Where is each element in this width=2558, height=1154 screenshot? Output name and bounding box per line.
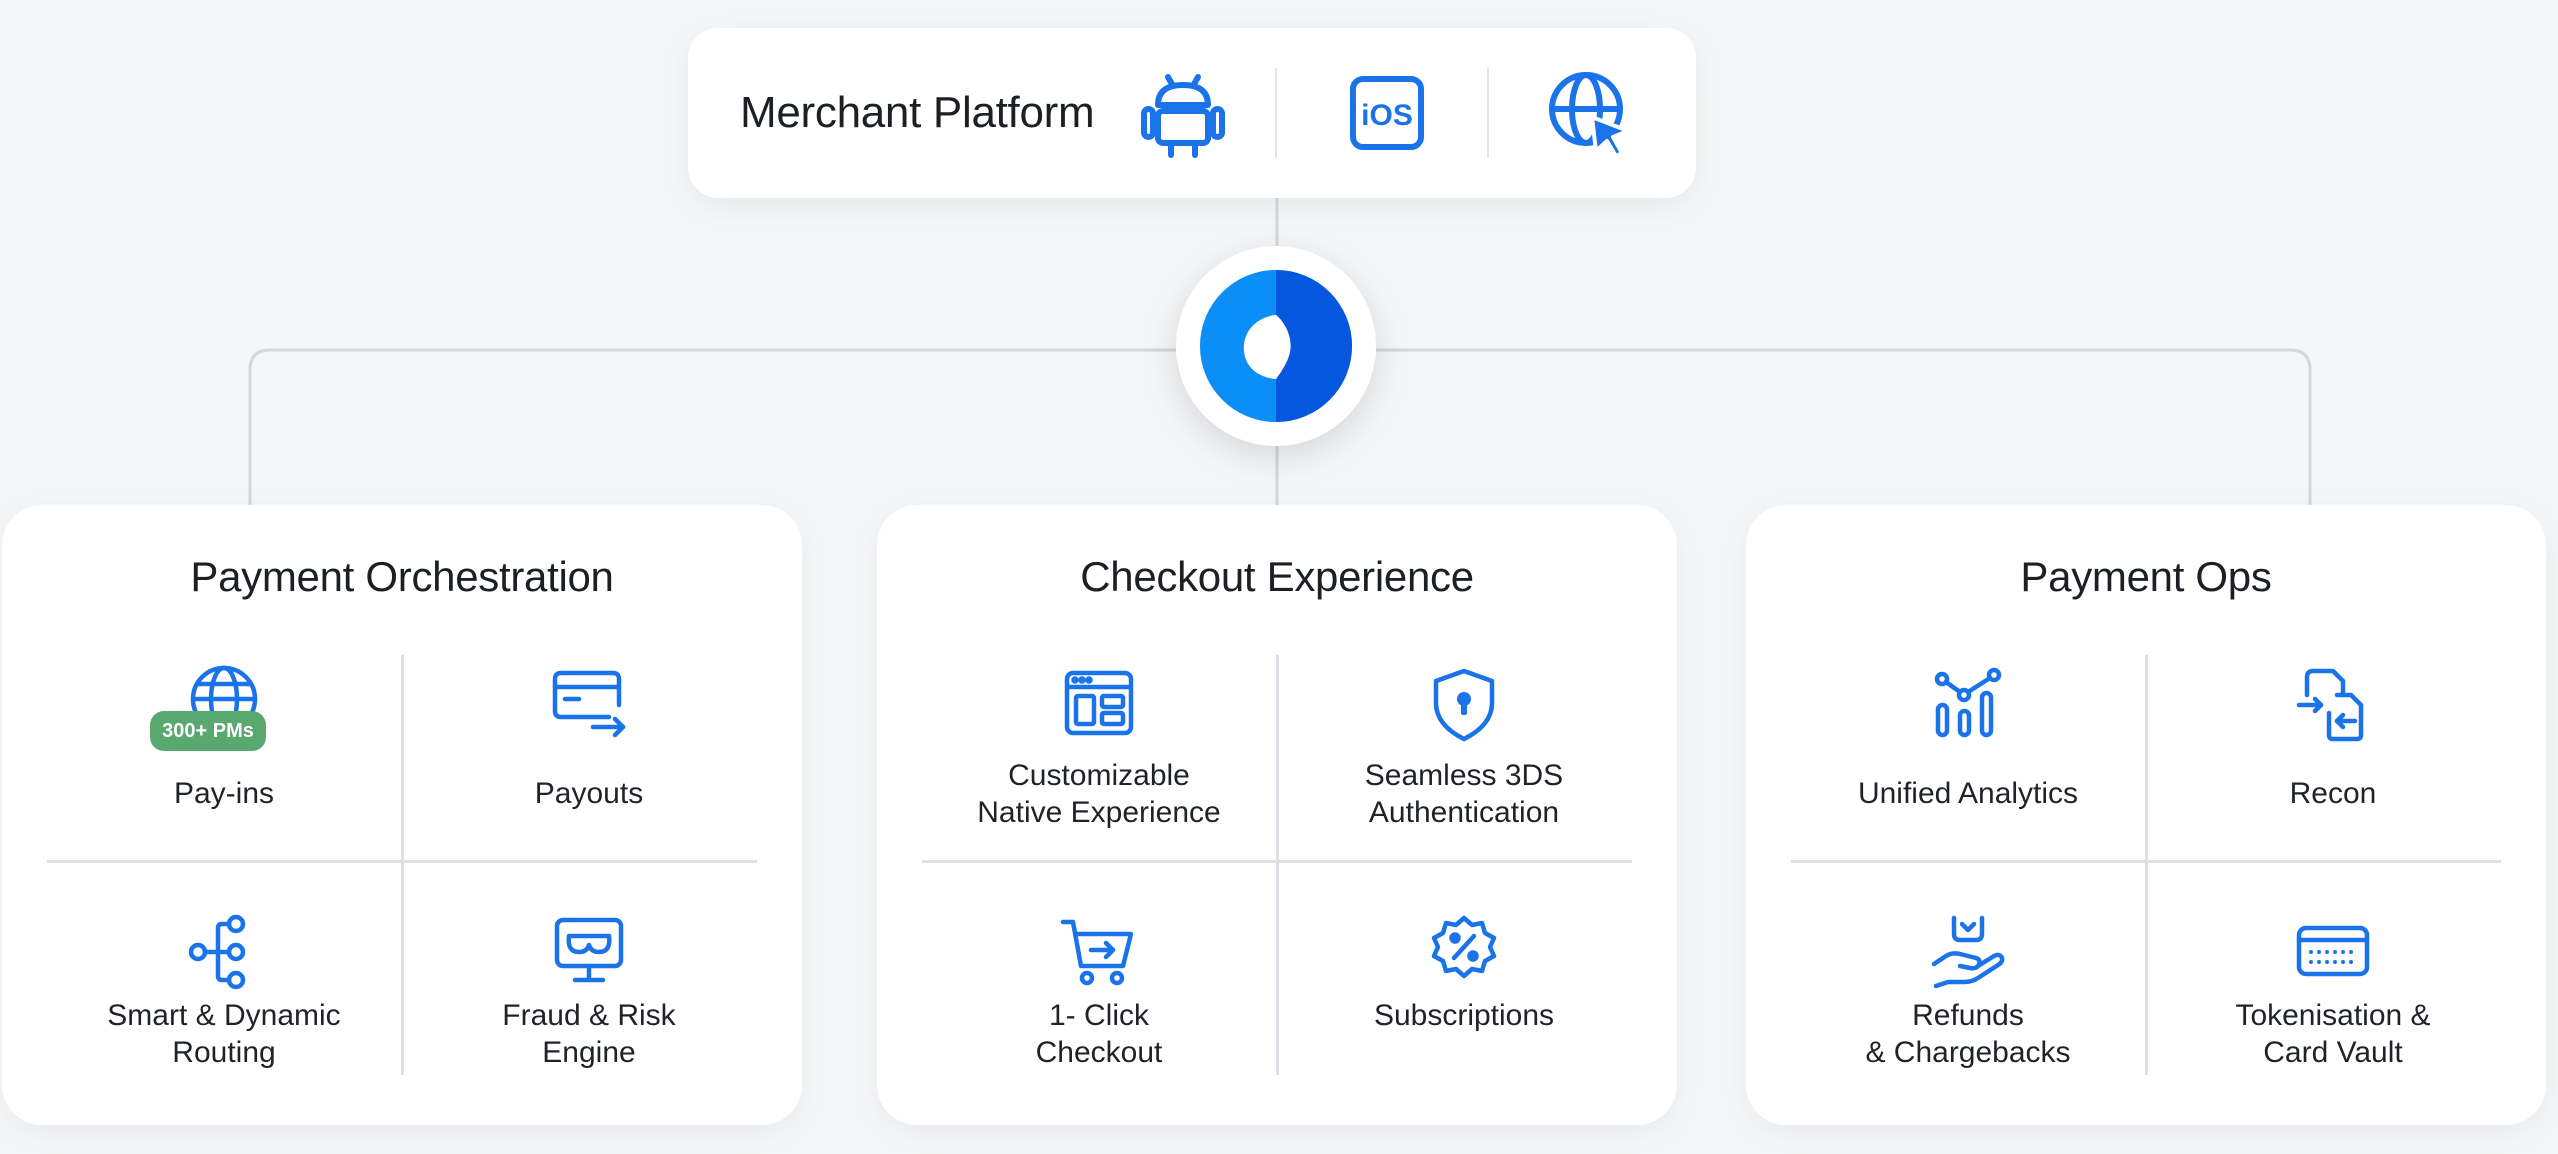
merchant-platform-card: Merchant Platform iOS xyxy=(688,28,1696,198)
grid-divider xyxy=(1791,860,2501,863)
card-vault-icon xyxy=(2293,912,2373,992)
grid-divider xyxy=(2145,655,2148,1075)
merchant-platform-title: Merchant Platform xyxy=(740,88,1095,137)
module-card-payment-ops: Payment Ops Unified Analytics xyxy=(1746,505,2546,1125)
feature-label: Seamless 3DS Authentication xyxy=(1364,759,1564,829)
reconcile-icon xyxy=(2293,665,2373,745)
grid-divider xyxy=(47,860,757,863)
feature-label: Fraud & Risk Engine xyxy=(502,999,676,1069)
shield-lock-icon xyxy=(1424,665,1504,745)
refund-hand-icon xyxy=(1928,912,2008,992)
payment-methods-badge: 300+ PMs xyxy=(150,711,266,751)
percent-badge-icon xyxy=(1424,912,1504,992)
feature-label: Subscriptions xyxy=(1373,999,1555,1032)
feature-label: Refunds & Chargebacks xyxy=(1865,999,2071,1069)
platform-logo-hub xyxy=(1176,246,1376,446)
android-icon xyxy=(1133,63,1233,163)
svg-text:iOS: iOS xyxy=(1361,99,1413,132)
module-title: Checkout Experience xyxy=(1080,553,1474,600)
feature-label: Pay-ins xyxy=(173,777,275,810)
analytics-icon xyxy=(1928,665,2008,745)
platform-divider xyxy=(1487,68,1489,158)
feature-label: Payouts xyxy=(534,777,644,810)
grid-divider xyxy=(1276,655,1279,1075)
cart-icon xyxy=(1059,912,1139,992)
fraud-mask-icon xyxy=(549,912,629,992)
feature-label: Customizable Native Experience xyxy=(977,759,1221,829)
grid-divider xyxy=(922,860,1632,863)
feature-label: Recon xyxy=(2289,777,2377,810)
card-transfer-icon xyxy=(549,665,629,745)
platform-divider xyxy=(1275,68,1277,158)
module-title: Payment Ops xyxy=(2020,553,2272,600)
feature-label: Tokenisation & Card Vault xyxy=(2235,999,2431,1069)
module-card-checkout-experience: Checkout Experience Customizable Native … xyxy=(877,505,1677,1125)
ios-icon: iOS xyxy=(1337,63,1437,163)
module-card-payment-orchestration: Payment Orchestration 300+ PMs Pay-ins xyxy=(2,505,802,1125)
web-cursor-icon xyxy=(1540,63,1640,163)
platform-logo-icon xyxy=(1199,269,1353,423)
feature-label: 1- Click Checkout xyxy=(1035,999,1163,1069)
layout-icon xyxy=(1059,665,1139,745)
feature-label: Smart & Dynamic Routing xyxy=(107,999,341,1069)
module-title: Payment Orchestration xyxy=(190,553,614,600)
grid-divider xyxy=(401,655,404,1075)
feature-label: Unified Analytics xyxy=(1857,777,2079,810)
routing-icon xyxy=(184,912,264,992)
